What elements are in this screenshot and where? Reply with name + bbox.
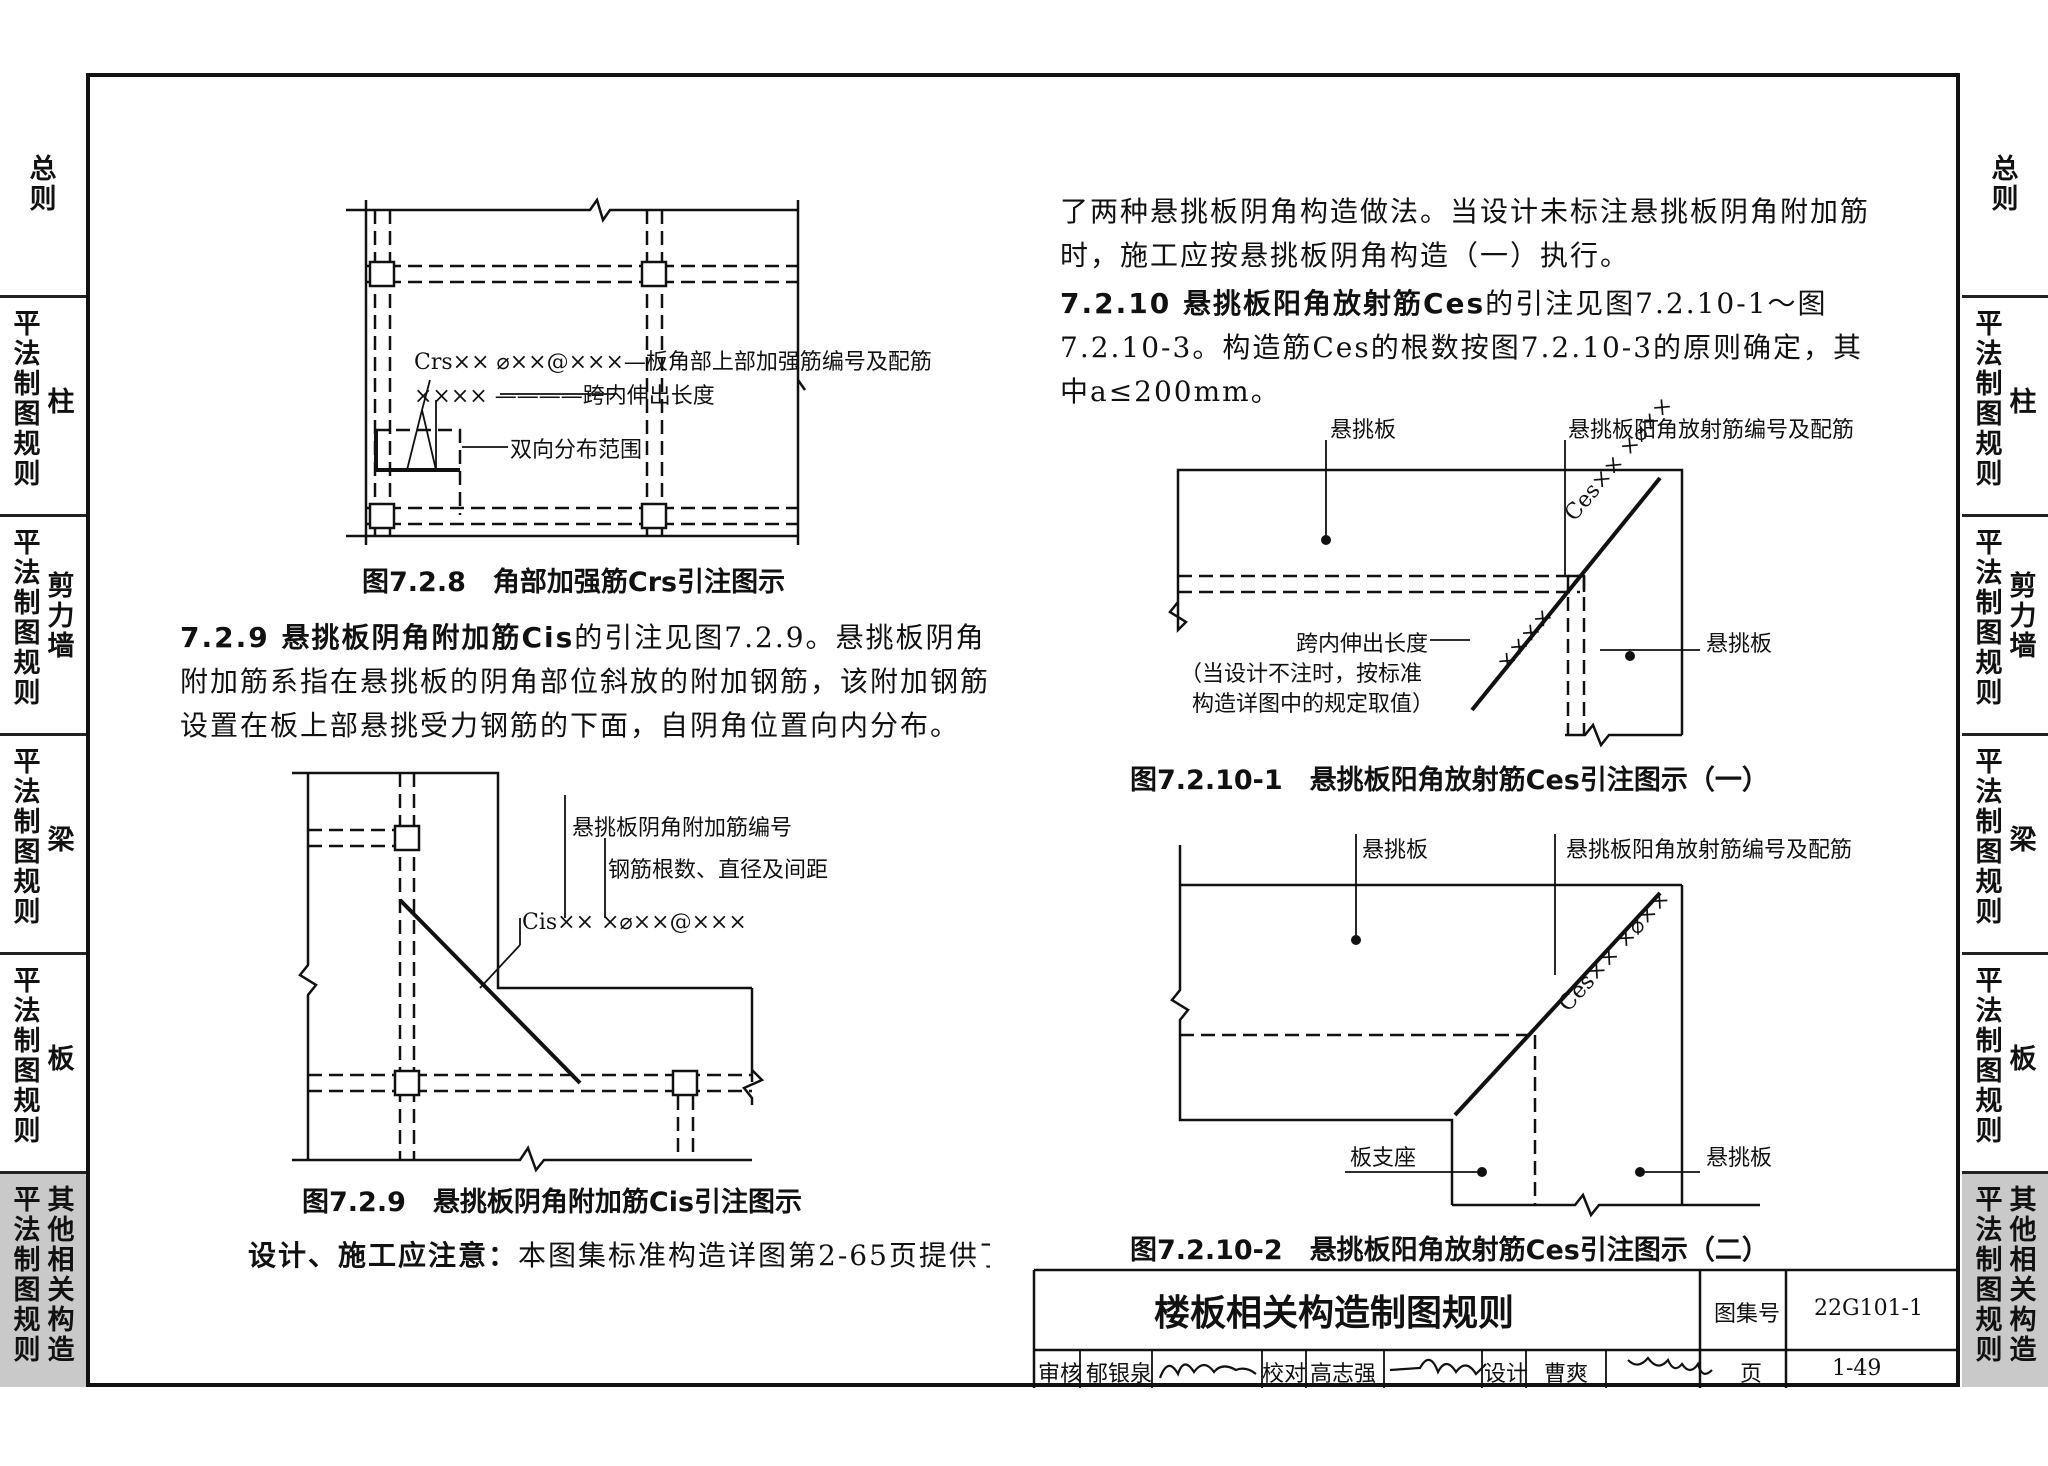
fig7210-1-len-note2: 构造详图中的规定取值） xyxy=(1192,692,1435,717)
page-number: 1-49 xyxy=(1832,1356,1882,1381)
tab-other-r-label: 平法制图规则 xyxy=(1975,1185,2003,1366)
fig728-caption: 图7.2.8 角部加强筋Crs引注图示 xyxy=(362,567,786,598)
tab-general-label: 总则 xyxy=(29,154,57,215)
tab-slab-r[interactable]: 平法制图规则 板 xyxy=(1962,955,2048,1174)
fig7210-1-slab2-label: 悬挑板 xyxy=(1706,632,1773,657)
title-block-title: 楼板相关构造制图规则 xyxy=(1154,1293,1515,1334)
designer-name: 曹爽 xyxy=(1544,1362,1589,1387)
para-7-2-9-heading: 7.2.9 悬挑板阴角附加筋Cis xyxy=(180,621,575,654)
design-note-continued: 了两种悬挑板阴角构造做法。当设计未标注悬挑板阴角附加筋时，施工应按悬挑板阴角构造… xyxy=(1060,195,1871,272)
checker-name: 高志强 xyxy=(1310,1362,1377,1387)
tab-general-r-label: 总则 xyxy=(1991,154,2019,215)
fig7210-1-len-title: 跨内伸出长度 xyxy=(1296,632,1429,657)
design-note-heading: 设计、施工应注意： xyxy=(248,1239,519,1272)
tab-column-r-label: 平法制图规则 xyxy=(1975,309,2003,490)
right-tab-column: 总则 平法制图规则 柱 平法制图规则 剪力墙 平法制图规则 梁 平法制图规则 板… xyxy=(1962,75,2048,1387)
fig7210-2-slab-label: 悬挑板 xyxy=(1362,838,1429,863)
fig-7-2-9-drawing xyxy=(292,771,765,1173)
fig7210-1-slab-label: 悬挑板 xyxy=(1330,418,1397,443)
para-7-2-10: 7.2.10 悬挑板阳角放射筋Ces的引注见图7.2.10-1～图7.2.10-… xyxy=(1060,282,1880,414)
fig-7-2-8-drawing xyxy=(346,197,807,545)
title-block: 楼板相关构造制图规则 图集号 22G101-1 审核 郁银泉 校对 高志强 设计… xyxy=(1034,1270,1958,1387)
fig729-id-label: 悬挑板阴角附加筋编号 xyxy=(572,816,793,841)
tab-shear-wall-r-label: 平法制图规则 xyxy=(1975,528,2003,709)
atlas-label: 图集号 xyxy=(1714,1302,1781,1327)
fig7210-1-len-note1: （当设计不注时，按标准 xyxy=(1180,662,1423,687)
review-label: 审核 xyxy=(1038,1362,1083,1387)
fig-7-2-10-1-drawing xyxy=(1168,440,1700,748)
fig7210-2-rebar-id-label: 悬挑板阳角放射筋编号及配筋 xyxy=(1566,838,1853,863)
fig728-length-label: ×××× ————跨内伸出长度 xyxy=(414,384,715,409)
fig7210-2-slab2-label: 悬挑板 xyxy=(1706,1146,1773,1171)
tab-shear-wall-r-right: 剪力墙 xyxy=(2009,571,2037,662)
left-tab-column: 总则 平法制图规则 柱 平法制图规则 剪力墙 平法制图规则 梁 平法制图规则 板… xyxy=(0,75,86,1387)
para-7-2-10-text: 的引注见图7.2.10-1～图7.2.10-3。构造筋Ces的根数按图7.2.1… xyxy=(1060,287,1864,408)
tab-beam-r[interactable]: 平法制图规则 梁 xyxy=(1962,736,2048,955)
tab-beam-label: 平法制图规则 xyxy=(13,747,41,928)
tab-shear-wall[interactable]: 平法制图规则 剪力墙 xyxy=(0,517,86,736)
tab-general[interactable]: 总则 xyxy=(0,75,86,298)
tab-column-right: 柱 xyxy=(47,387,75,418)
fig-7-2-10-2-drawing xyxy=(1170,834,1760,1218)
tab-column-r[interactable]: 平法制图规则 柱 xyxy=(1962,298,2048,517)
tab-beam-right: 梁 xyxy=(47,825,75,856)
tab-slab[interactable]: 平法制图规则 板 xyxy=(0,955,86,1174)
tab-shear-wall-label: 平法制图规则 xyxy=(13,528,41,709)
tab-other-right: 其他相关构造 xyxy=(47,1185,75,1366)
tab-beam[interactable]: 平法制图规则 梁 xyxy=(0,736,86,955)
drawing-frame xyxy=(86,73,1960,1387)
fig7210-2-caption: 图7.2.10-2 悬挑板阳角放射筋Ces引注图示（二） xyxy=(1130,1235,1769,1266)
para-7-2-9-text: 的引注见图7.2.9。悬挑板阴角附加筋系指在悬挑板的阴角部位斜放的附加钢筋，该附… xyxy=(180,621,991,742)
fig728-range-label: 双向分布范围 xyxy=(510,438,643,463)
tab-other[interactable]: 平法制图规则 其他相关构造 xyxy=(0,1174,86,1387)
check-label: 校对 xyxy=(1262,1362,1307,1387)
tab-other-label: 平法制图规则 xyxy=(13,1185,41,1366)
tab-slab-right: 板 xyxy=(47,1044,75,1075)
design-label: 设计 xyxy=(1484,1362,1529,1387)
tab-other-r[interactable]: 平法制图规则 其他相关构造 xyxy=(1962,1174,2048,1387)
fig729-count-label: 钢筋根数、直径及间距 xyxy=(608,858,829,883)
tab-column[interactable]: 平法制图规则 柱 xyxy=(0,298,86,517)
tab-column-label: 平法制图规则 xyxy=(13,309,41,490)
tab-general-r[interactable]: 总则 xyxy=(1962,75,2048,298)
design-note-line1: 设计、施工应注意：本图集标准构造详图第2-65页提供了两种悬挑板阴角构造做法。当… xyxy=(248,1234,990,1278)
tab-slab-label: 平法制图规则 xyxy=(13,966,41,1147)
tab-other-r-right: 其他相关构造 xyxy=(2009,1185,2037,1366)
tab-slab-r-label: 平法制图规则 xyxy=(1975,966,2003,1147)
tab-column-r-right: 柱 xyxy=(2009,387,2037,418)
signature-marks xyxy=(1158,1356,1713,1379)
fig728-rebar-label: Crs×× ⌀××@×××—板角部上部加强筋编号及配筋 xyxy=(414,350,932,375)
design-note-text: 本图集标准构造详图第2-65页提供了两种悬挑板阴角构造做法。当设计未标注悬挑板阴… xyxy=(518,1239,990,1272)
fig729-rebar-label: Cis×× ×⌀××@××× xyxy=(522,910,747,935)
atlas-number: 22G101-1 xyxy=(1814,1296,1923,1321)
fig729-caption: 图7.2.9 悬挑板阴角附加筋Cis引注图示 xyxy=(302,1187,803,1218)
fig7210-1-rebar-id-label: 悬挑板阳角放射筋编号及配筋 xyxy=(1568,418,1855,443)
tab-shear-wall-right: 剪力墙 xyxy=(47,571,75,662)
tab-beam-r-right: 梁 xyxy=(2009,825,2037,856)
title-block-lines xyxy=(1032,1268,1960,1388)
para-7-2-9: 7.2.9 悬挑板阴角附加筋Cis的引注见图7.2.9。悬挑板阴角附加筋系指在悬… xyxy=(180,616,990,748)
fig-7-2-10-1-dots xyxy=(1321,535,1635,661)
page-label: 页 xyxy=(1740,1362,1763,1387)
tab-shear-wall-r[interactable]: 平法制图规则 剪力墙 xyxy=(1962,517,2048,736)
tab-beam-r-label: 平法制图规则 xyxy=(1975,747,2003,928)
tab-slab-r-right: 板 xyxy=(2009,1044,2037,1075)
fig7210-2-support-label: 板支座 xyxy=(1350,1146,1417,1171)
reviewer-name: 郁银泉 xyxy=(1086,1362,1153,1387)
fig-7-2-10-2-dots xyxy=(1351,935,1645,1177)
fig7210-1-caption: 图7.2.10-1 悬挑板阳角放射筋Ces引注图示（一） xyxy=(1130,765,1769,796)
para-7-2-10-heading: 7.2.10 悬挑板阳角放射筋Ces xyxy=(1060,287,1486,320)
